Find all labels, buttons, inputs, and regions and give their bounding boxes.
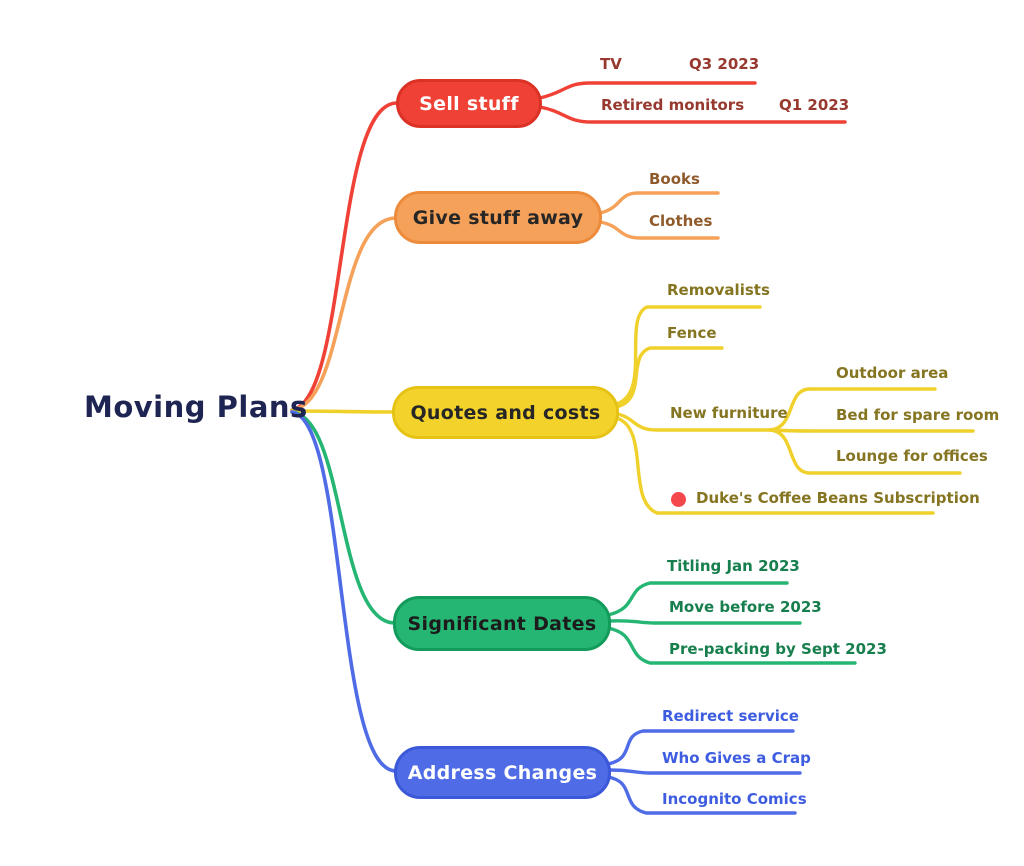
red-dot-icon — [671, 492, 686, 507]
child-line-lounge-offices — [768, 428, 962, 475]
branch-line-give-stuff-away — [290, 216, 398, 412]
node-dukes-coffee-beans-subscription[interactable]: Duke's Coffee Beans Subscription — [696, 489, 980, 507]
child-line-outdoor-area — [768, 387, 937, 432]
child-line-books — [598, 191, 720, 215]
child-line-move-before — [608, 619, 802, 625]
node-pre-packing-by-sept-2023[interactable]: Pre-packing by Sept 2023 — [669, 640, 887, 658]
node-incognito-comics[interactable]: Incognito Comics — [662, 790, 807, 808]
node-bed-for-spare-room[interactable]: Bed for spare room — [836, 406, 1000, 424]
child-line-clothes — [598, 220, 720, 240]
child-line-pre-packing — [606, 626, 857, 665]
branch-node-address-changes[interactable]: Address Changes — [394, 746, 611, 799]
child-line-incognito-comics — [606, 775, 797, 815]
node-tv[interactable]: TV — [600, 55, 622, 73]
node-who-gives-a-crap[interactable]: Who Gives a Crap — [662, 749, 811, 767]
node-titling-jan-2023[interactable]: Titling Jan 2023 — [667, 557, 800, 575]
child-line-dukes-subscription — [611, 415, 935, 515]
root-node[interactable]: Moving Plans — [84, 390, 308, 424]
node-retired-monitors-date[interactable]: Q1 2023 — [779, 96, 850, 114]
branch-line-significant-dates — [290, 410, 397, 625]
node-clothes[interactable]: Clothes — [649, 212, 713, 230]
child-line-tv — [538, 81, 757, 100]
node-fence[interactable]: Fence — [667, 324, 717, 342]
node-tv-date[interactable]: Q3 2023 — [689, 55, 760, 73]
child-line-retired-monitors — [538, 105, 847, 124]
child-line-redirect-service — [606, 729, 795, 766]
branch-node-give-stuff-away[interactable]: Give stuff away — [394, 191, 602, 244]
child-line-who-gives-a-crap — [608, 768, 802, 775]
branch-line-address-changes — [290, 410, 398, 773]
branch-node-significant-dates[interactable]: Significant Dates — [393, 596, 611, 651]
node-books[interactable]: Books — [649, 170, 700, 188]
node-redirect-service[interactable]: Redirect service — [662, 707, 799, 725]
child-line-titling — [606, 581, 789, 617]
child-line-fence — [614, 346, 724, 409]
branch-node-sell-stuff[interactable]: Sell stuff — [396, 79, 542, 128]
child-line-bed-spare-room — [768, 428, 975, 433]
node-removalists[interactable]: Removalists — [667, 281, 770, 299]
node-lounge-for-offices[interactable]: Lounge for offices — [836, 447, 988, 465]
node-move-before-2023[interactable]: Move before 2023 — [669, 598, 822, 616]
node-outdoor-area[interactable]: Outdoor area — [836, 364, 949, 382]
branch-node-quotes-and-costs[interactable]: Quotes and costs — [392, 386, 619, 439]
node-retired-monitors[interactable]: Retired monitors — [601, 96, 745, 114]
branch-line-sell-stuff — [290, 101, 399, 412]
node-new-furniture[interactable]: New furniture — [670, 404, 788, 422]
branch-line-quotes-and-costs — [290, 409, 396, 414]
child-line-removalists — [614, 305, 762, 406]
